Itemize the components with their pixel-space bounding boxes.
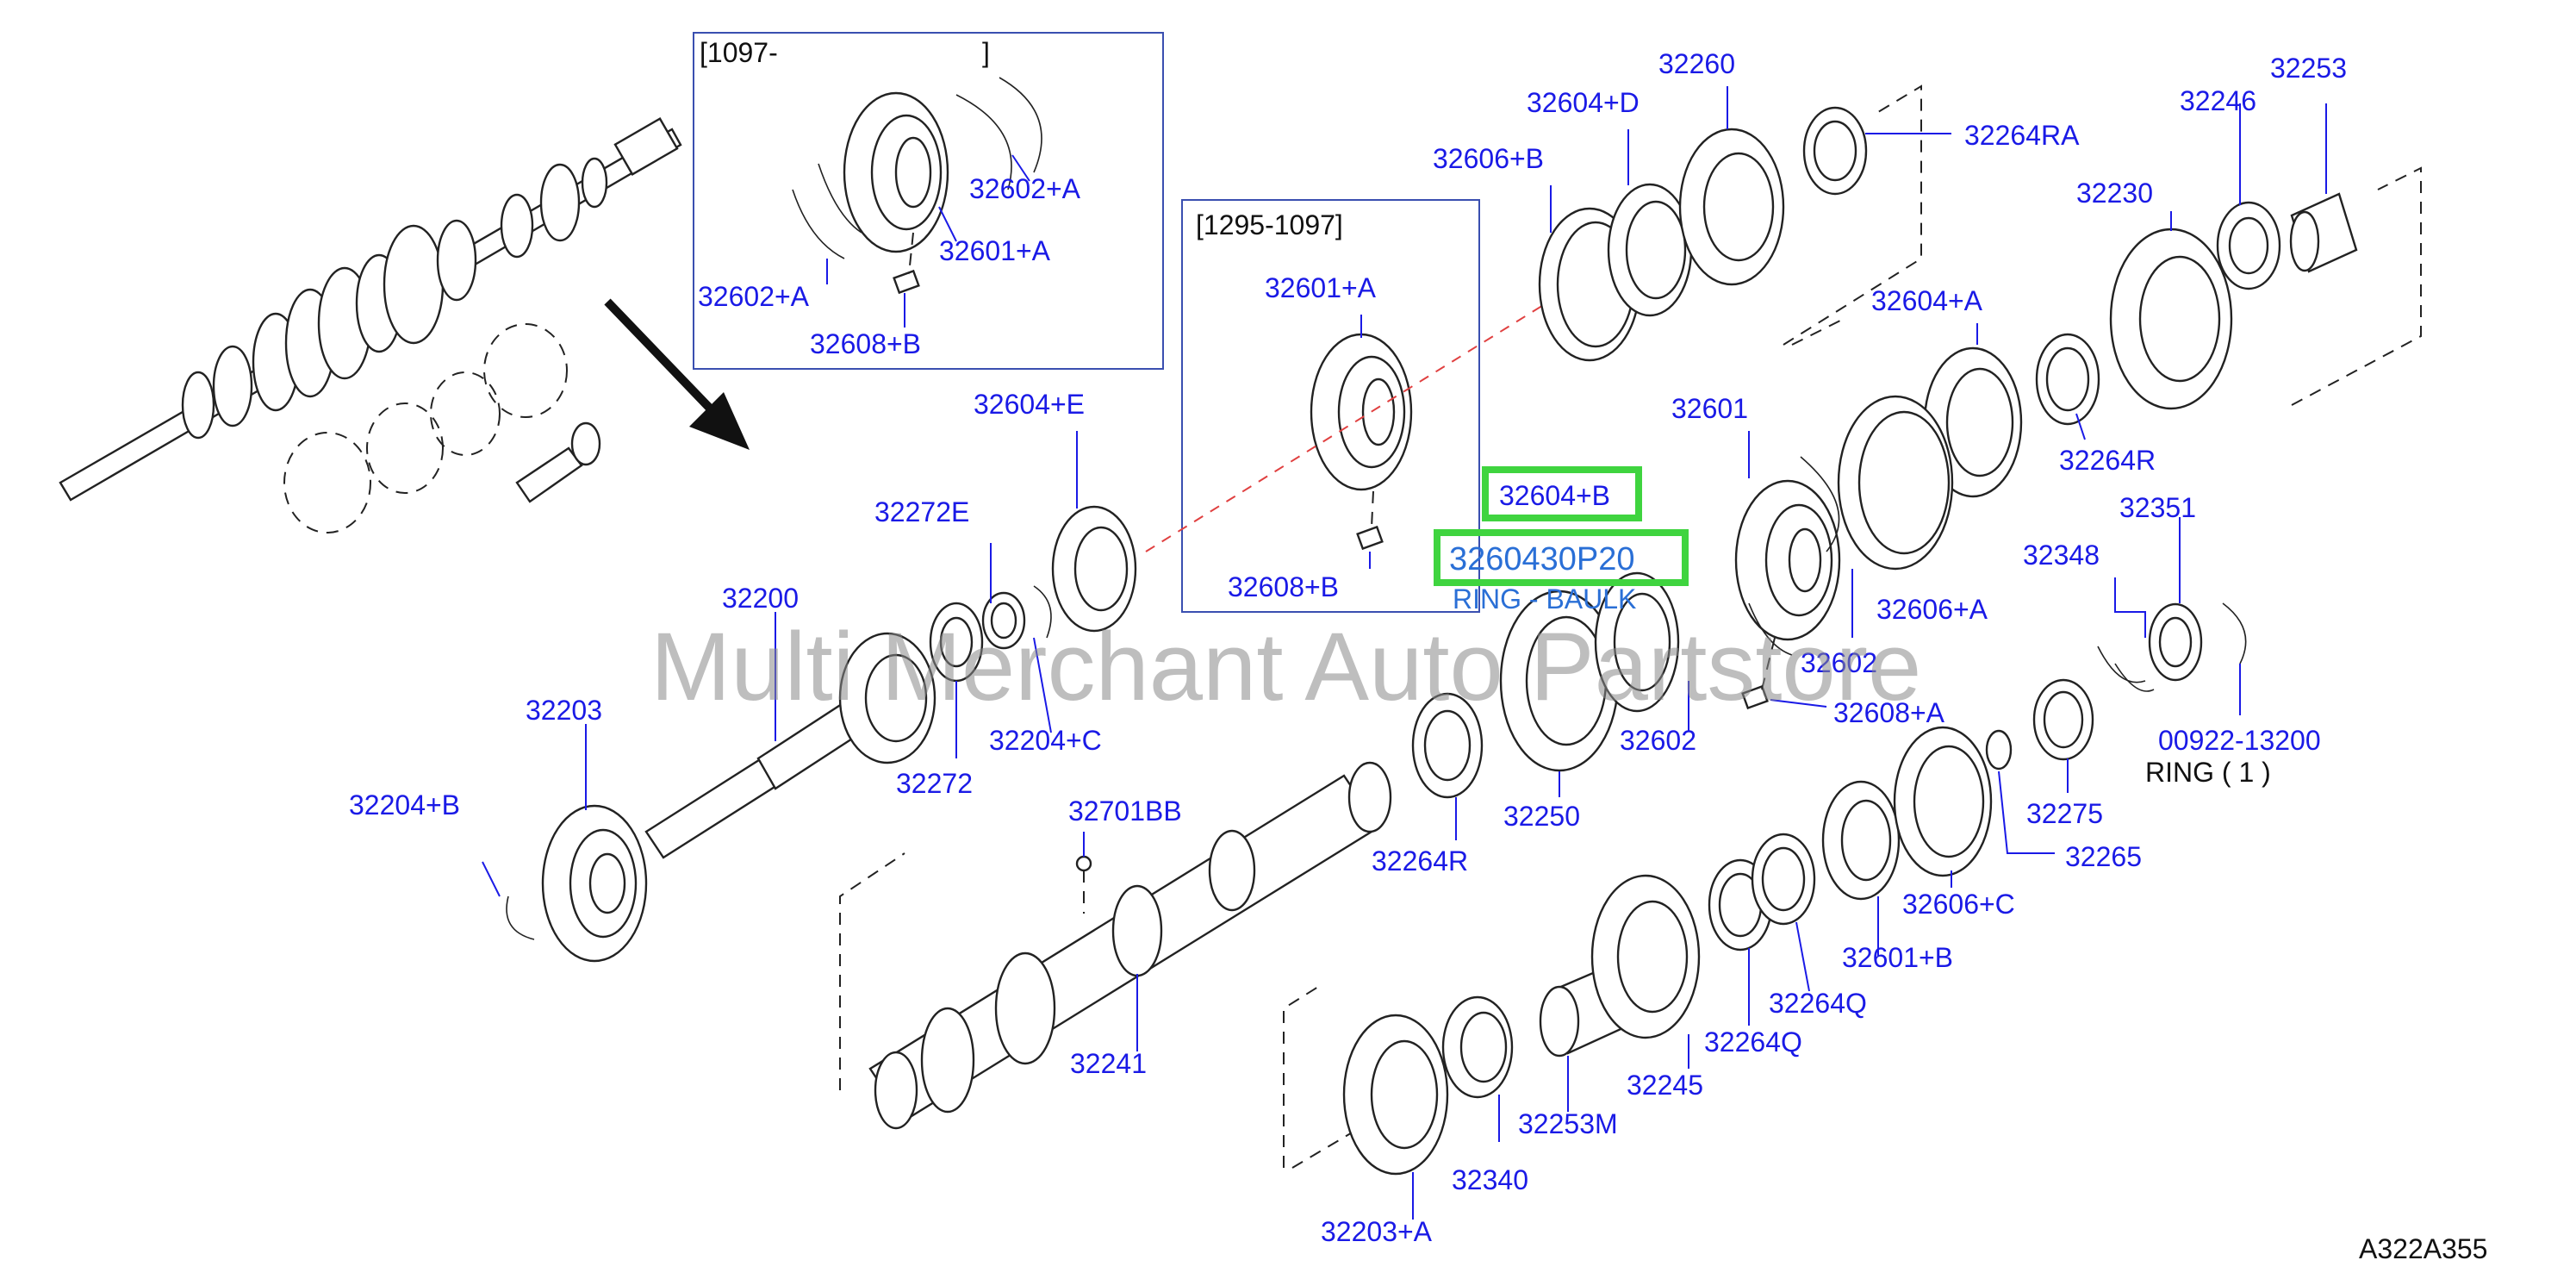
label-32245[interactable]: 32245 <box>1627 1070 1703 1101</box>
guide-line <box>1145 284 1577 552</box>
mainshaft-group <box>839 761 1392 1130</box>
selected-part-highlight[interactable]: 32604+B 3260430P20 RING - BAULK <box>1434 466 1689 615</box>
direction-arrow-icon <box>604 298 750 450</box>
label-32601[interactable]: 32601 <box>1671 393 1748 424</box>
diagram-code: A322A355 <box>2359 1233 2487 1264</box>
highlight-ref-box <box>1482 466 1642 521</box>
label-32230[interactable]: 32230 <box>2076 178 2153 209</box>
label-32608A[interactable]: 32608+A <box>1833 697 1945 728</box>
highlight-part-number-box <box>1434 529 1689 586</box>
label-32272[interactable]: 32272 <box>896 768 973 799</box>
label-32264Q-2[interactable]: 32264Q <box>1704 1026 1802 1058</box>
label-32604D[interactable]: 32604+D <box>1527 87 1640 118</box>
label-32608B-1[interactable]: 32608+B <box>810 328 921 359</box>
center-synchro-group <box>1734 395 1954 710</box>
label-32602A-2[interactable]: 32602+A <box>698 281 810 312</box>
label-32264RA[interactable]: 32264RA <box>1964 120 2080 151</box>
label-32602A-1[interactable]: 32602+A <box>969 173 1081 204</box>
countershaft-gear-group <box>1283 726 1993 1176</box>
label-00922-13200[interactable]: 00922-13200 <box>2158 725 2321 756</box>
label-32253[interactable]: 32253 <box>2270 53 2347 84</box>
label-32200[interactable]: 32200 <box>722 583 799 614</box>
label-32204C[interactable]: 32204+C <box>989 725 1102 756</box>
selected-part-number[interactable]: 3260430P20 <box>1449 541 1635 577</box>
label-32602-1[interactable]: 32602 <box>1801 647 1877 678</box>
label-32264Q-1[interactable]: 32264Q <box>1769 988 1867 1019</box>
label-32253M[interactable]: 32253M <box>1518 1108 1618 1139</box>
inset-a-title: [1097- <box>700 37 778 68</box>
synchro-hub-gear-icon <box>843 91 949 253</box>
inset-a-close: ] <box>982 37 990 68</box>
inset-b-title: [1295-1097] <box>1196 209 1343 240</box>
label-32265[interactable]: 32265 <box>2065 841 2142 872</box>
label-32260[interactable]: 32260 <box>1658 48 1735 79</box>
assembled-shaft-overview <box>59 117 682 533</box>
label-32604E[interactable]: 32604+E <box>974 389 1085 420</box>
label-32348[interactable]: 32348 <box>2023 540 2100 571</box>
label-32608B-2[interactable]: 32608+B <box>1228 571 1339 602</box>
label-32351[interactable]: 32351 <box>2119 492 2196 523</box>
label-32246[interactable]: 32246 <box>2180 85 2256 116</box>
synchro-hub-gear-icon <box>1310 333 1413 491</box>
counter-gear-group <box>1411 571 1680 799</box>
label-32701BB[interactable]: 32701BB <box>1068 795 1182 827</box>
label-32604A[interactable]: 32604+A <box>1871 285 1983 316</box>
label-32203[interactable]: 32203 <box>526 695 602 726</box>
bearing-clip-group <box>1985 602 2247 771</box>
label-ring-qty: RING ( 1 ) <box>2145 757 2271 788</box>
label-32604B-selected[interactable]: 32604+B <box>1499 480 1610 511</box>
label-32340[interactable]: 32340 <box>1452 1164 1528 1195</box>
label-32250[interactable]: 32250 <box>1503 801 1580 832</box>
label-32602-2[interactable]: 32602 <box>1620 725 1696 756</box>
label-32601A-2[interactable]: 32601+A <box>1265 272 1377 303</box>
label-32601A-1[interactable]: 32601+A <box>939 235 1051 266</box>
label-32275[interactable]: 32275 <box>2026 798 2103 829</box>
inset-box-1097: [1097- ] <box>693 32 1164 370</box>
label-32241[interactable]: 32241 <box>1070 1048 1147 1079</box>
upper-synchro-group <box>1538 84 1922 362</box>
label-32606B[interactable]: 32606+B <box>1433 143 1544 174</box>
label-32264R-2[interactable]: 32264R <box>2059 445 2156 476</box>
main-drive-shaft-group <box>506 505 1137 963</box>
label-32203A[interactable]: 32203+A <box>1321 1216 1433 1247</box>
watermark-text: Multi Merchant Auto Partstore <box>650 613 1921 721</box>
label-32606C[interactable]: 32606+C <box>1902 889 2015 920</box>
label-32272E[interactable]: 32272E <box>874 496 969 527</box>
label-32606A[interactable]: 32606+A <box>1876 594 1988 625</box>
label-32204B[interactable]: 32204+B <box>349 789 460 820</box>
selected-part-name: RING - BAULK <box>1453 583 1636 615</box>
label-32601B[interactable]: 32601+B <box>1842 942 1953 973</box>
label-32264R-1[interactable]: 32264R <box>1372 845 1468 877</box>
